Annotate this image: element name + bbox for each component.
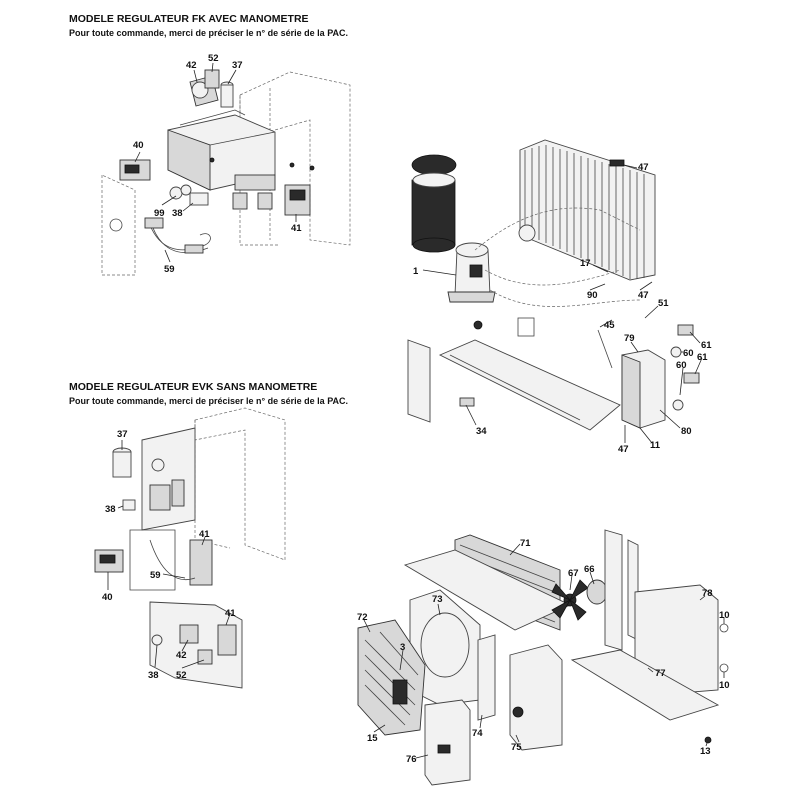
callout-evk-52: 52: [176, 670, 187, 681]
callout-fk-38: 38: [172, 208, 183, 219]
callout-fk-42: 42: [186, 60, 197, 71]
evk-section-title: MODELE REGULATEUR EVK SANS MANOMETRE: [69, 381, 318, 393]
callout-main-60b: 60: [676, 360, 687, 371]
callout-main-79: 79: [624, 333, 635, 344]
callout-bot-3: 3: [400, 642, 405, 653]
callout-main-90: 90: [587, 290, 598, 301]
evk-regulator-assembly: [94, 407, 286, 689]
callout-bot-72: 72: [357, 612, 368, 623]
callout-fk-52: 52: [208, 53, 219, 64]
callout-bot-66: 66: [584, 564, 595, 575]
callout-bot-76: 76: [406, 754, 417, 765]
callout-bot-67: 67: [568, 568, 579, 579]
callout-evk-41b: 41: [225, 608, 236, 619]
callout-evk-38: 38: [105, 504, 116, 515]
evk-section-subtitle: Pour toute commande, merci de préciser l…: [69, 396, 349, 406]
callout-bot-10b: 10: [719, 680, 730, 691]
callout-leaders: [107, 62, 725, 759]
callout-evk-38b: 38: [148, 670, 159, 681]
callout-main-1: 1: [413, 266, 419, 277]
callout-bot-74: 74: [472, 728, 483, 739]
callout-main-61a: 61: [701, 340, 712, 351]
callout-bot-77: 77: [655, 668, 666, 679]
callout-evk-42: 42: [176, 650, 187, 661]
callout-main-51: 51: [658, 298, 669, 309]
callout-main-61b: 61: [697, 352, 708, 363]
callout-evk-40: 40: [102, 592, 113, 603]
callout-main-11: 11: [650, 440, 661, 451]
cabinet-fan-assembly: [357, 529, 729, 786]
callout-bot-15: 15: [367, 733, 378, 744]
callout-fk-59: 59: [164, 264, 175, 275]
callout-fk-41: 41: [291, 223, 302, 234]
callout-evk-41a: 41: [199, 529, 210, 540]
callout-evk-59: 59: [150, 570, 161, 581]
callout-numbers: 42 52 37 40 99 38 41 59 47 1 17 90 47 51…: [102, 53, 730, 765]
callout-main-45: 45: [604, 320, 615, 331]
fk-section-subtitle: Pour toute commande, merci de préciser l…: [69, 28, 349, 38]
callout-bot-71: 71: [520, 538, 531, 549]
fk-section-title: MODELE REGULATEUR FK AVEC MANOMETRE: [69, 13, 309, 25]
callout-bot-10a: 10: [719, 610, 730, 621]
callout-main-47c: 47: [618, 444, 629, 455]
callout-main-17: 17: [580, 258, 591, 269]
main-refrigerant-assembly: [407, 139, 700, 431]
callout-bot-13: 13: [700, 746, 711, 757]
callout-bot-78: 78: [702, 588, 713, 599]
callout-fk-40: 40: [133, 140, 144, 151]
callout-fk-99: 99: [154, 208, 165, 219]
callout-evk-37: 37: [117, 429, 128, 440]
callout-bot-73: 73: [432, 594, 443, 605]
callout-main-34: 34: [476, 426, 487, 437]
callout-main-60a: 60: [683, 348, 694, 359]
fk-regulator-assembly: [101, 69, 351, 276]
callout-bot-75: 75: [511, 742, 522, 753]
callout-main-80: 80: [681, 426, 692, 437]
callout-fk-37: 37: [232, 60, 243, 71]
callout-main-47a: 47: [638, 162, 649, 173]
callout-main-47b: 47: [638, 290, 649, 301]
